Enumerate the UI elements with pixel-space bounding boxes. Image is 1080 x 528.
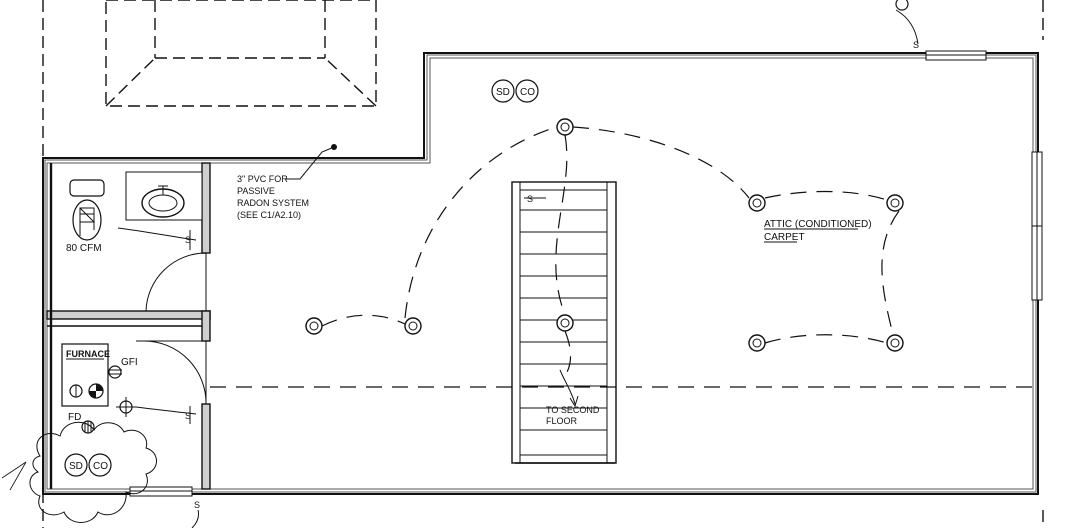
co-detector-label-upper: CO: [520, 87, 535, 98]
sd-co-detector-lower: SD CO: [64, 453, 112, 477]
bottom-switch-label: S: [194, 500, 200, 510]
gfi-label: GFI: [121, 357, 138, 368]
exterior-switch-label: S: [913, 40, 919, 50]
fan-cfm-label: 80 CFM: [66, 243, 102, 254]
recessed-light-icon: [886, 334, 904, 352]
radon-note-line3: RADON SYSTEM: [237, 198, 309, 208]
revision-cloud: [1, 421, 157, 523]
sd-co-detector-upper: SD CO: [491, 79, 539, 103]
attic-room-label: ATTIC (CONDITIONED) CARPET: [764, 219, 872, 243]
toilet-icon: [69, 179, 105, 241]
co-detector-label: CO: [93, 461, 108, 472]
attic-name: ATTIC (CONDITIONED): [764, 219, 872, 230]
exterior-switch-bottom: S: [191, 500, 200, 528]
sink-vanity-icon: [125, 171, 203, 221]
furnace-room: FURNACE GFI FD S: [61, 343, 197, 434]
furnace-switch-label: S: [185, 411, 191, 421]
recessed-light-icon: [886, 194, 904, 212]
recessed-light-icon: [748, 194, 766, 212]
interior-walls: [46, 162, 211, 490]
stair-label-line1: TO SECOND: [546, 405, 600, 415]
light-fixtures: [305, 118, 904, 352]
furnace-label: FURNACE: [66, 349, 110, 359]
fd-label: FD: [68, 412, 81, 423]
exterior-walls: [42, 52, 1039, 495]
exhaust-fan-icon: [79, 207, 95, 223]
radon-note-line4: (SEE C1/A2.10): [237, 210, 301, 220]
lower-roof-outline: [105, 0, 377, 107]
recessed-light-icon: [305, 317, 323, 335]
radon-note: 3" PVC FOR PASSIVE RADON SYSTEM (SEE C1/…: [237, 144, 337, 220]
radon-note-line2: PASSIVE: [237, 186, 275, 196]
furnace-unit-icon: [69, 383, 104, 399]
smoke-detector-label-upper: SD: [496, 87, 510, 98]
stair-switch-label: S: [527, 194, 533, 204]
attic-finish: CARPET: [764, 232, 805, 243]
windows: [129, 50, 1043, 497]
recessed-light-icon: [404, 317, 422, 335]
doors: [136, 252, 207, 405]
recessed-light-icon: [748, 334, 766, 352]
smoke-detector-label: SD: [69, 461, 83, 472]
bathroom-fixtures: 80 CFM: [66, 171, 203, 254]
ceiling-light-icon: [116, 397, 136, 417]
stair: TO SECOND FLOOR S: [511, 181, 617, 464]
stair-label-line2: FLOOR: [546, 416, 578, 426]
gfi-outlet-icon: [108, 365, 122, 379]
switch-label: S: [185, 235, 191, 245]
recessed-light-icon: [556, 118, 574, 136]
bath-switch: S: [185, 230, 191, 250]
wiring-arcs: [321, 126, 900, 381]
recessed-light-icon: [556, 314, 574, 332]
radon-note-line1: 3" PVC FOR: [237, 174, 288, 184]
exterior-light-top: S: [895, 0, 919, 50]
